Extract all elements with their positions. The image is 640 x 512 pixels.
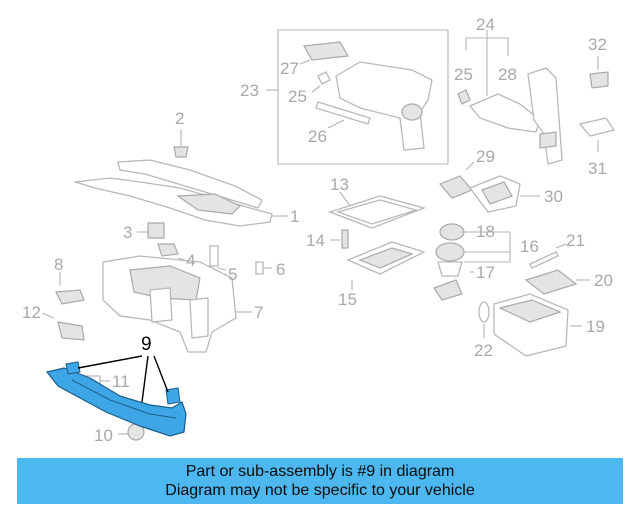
callout-20: 20 xyxy=(594,271,613,290)
callout-17: 17 xyxy=(476,263,495,282)
callout-24: 24 xyxy=(476,15,495,34)
console-base xyxy=(102,255,252,353)
part-21 xyxy=(529,243,567,269)
callout-25a: 25 xyxy=(288,87,307,106)
callout-labels: 1 2 3 4 5 6 7 8 9 10 11 12 13 14 15 16 1… xyxy=(22,15,613,445)
callout-8: 8 xyxy=(54,255,63,274)
callout-15: 15 xyxy=(338,290,357,309)
part-9-clip-left xyxy=(65,361,81,375)
callout-19: 19 xyxy=(586,317,605,336)
callout-11: 11 xyxy=(112,372,130,391)
callout-12: 12 xyxy=(22,303,41,322)
info-banner: Part or sub-assembly is #9 in diagram Di… xyxy=(17,458,623,504)
callout-23: 23 xyxy=(240,81,259,100)
upper-trim-panel xyxy=(74,159,288,227)
callout-29: 29 xyxy=(476,147,495,166)
part-9-clip-right xyxy=(165,387,181,405)
callout-6: 6 xyxy=(276,260,285,279)
callout-2: 2 xyxy=(175,109,184,128)
armrest-group xyxy=(266,29,449,165)
callout-10: 10 xyxy=(94,426,113,445)
hinge-group xyxy=(457,30,563,165)
small-parts-left xyxy=(41,129,272,441)
callout-32: 32 xyxy=(588,35,607,54)
callout-16: 16 xyxy=(520,237,539,256)
banner-line-1: Part or sub-assembly is #9 in diagram xyxy=(185,463,455,480)
part-31 xyxy=(578,117,616,152)
part-13-cover xyxy=(328,191,427,229)
callout-5: 5 xyxy=(228,265,237,284)
callout-3: 3 xyxy=(123,223,132,242)
callout-13: 13 xyxy=(330,175,349,194)
highlighted-part-9 xyxy=(45,355,187,437)
callout-18: 18 xyxy=(476,222,495,241)
callout-27: 27 xyxy=(280,59,299,78)
callout-26: 26 xyxy=(308,127,327,146)
part-22 xyxy=(478,301,490,338)
part-14-pin xyxy=(330,229,349,249)
part-20-mat xyxy=(524,269,590,295)
callout-1: 1 xyxy=(290,207,299,226)
part-32 xyxy=(589,56,609,89)
callout-31: 31 xyxy=(588,159,607,178)
callout-21: 21 xyxy=(566,231,585,250)
callout-30: 30 xyxy=(544,187,563,206)
banner-line-2: Diagram may not be specific to your vehi… xyxy=(165,482,475,499)
part-19-bin xyxy=(493,293,582,357)
callout-28: 28 xyxy=(498,65,517,84)
callout-7: 7 xyxy=(254,303,263,322)
part-29-30 xyxy=(438,161,540,213)
callout-9: 9 xyxy=(141,334,152,355)
callout-25b: 25 xyxy=(454,65,473,84)
callout-22: 22 xyxy=(474,341,493,360)
callout-14: 14 xyxy=(306,231,325,250)
callout-4: 4 xyxy=(186,251,195,270)
part-15-tray xyxy=(346,241,426,290)
cup-holder-parts xyxy=(433,223,511,301)
